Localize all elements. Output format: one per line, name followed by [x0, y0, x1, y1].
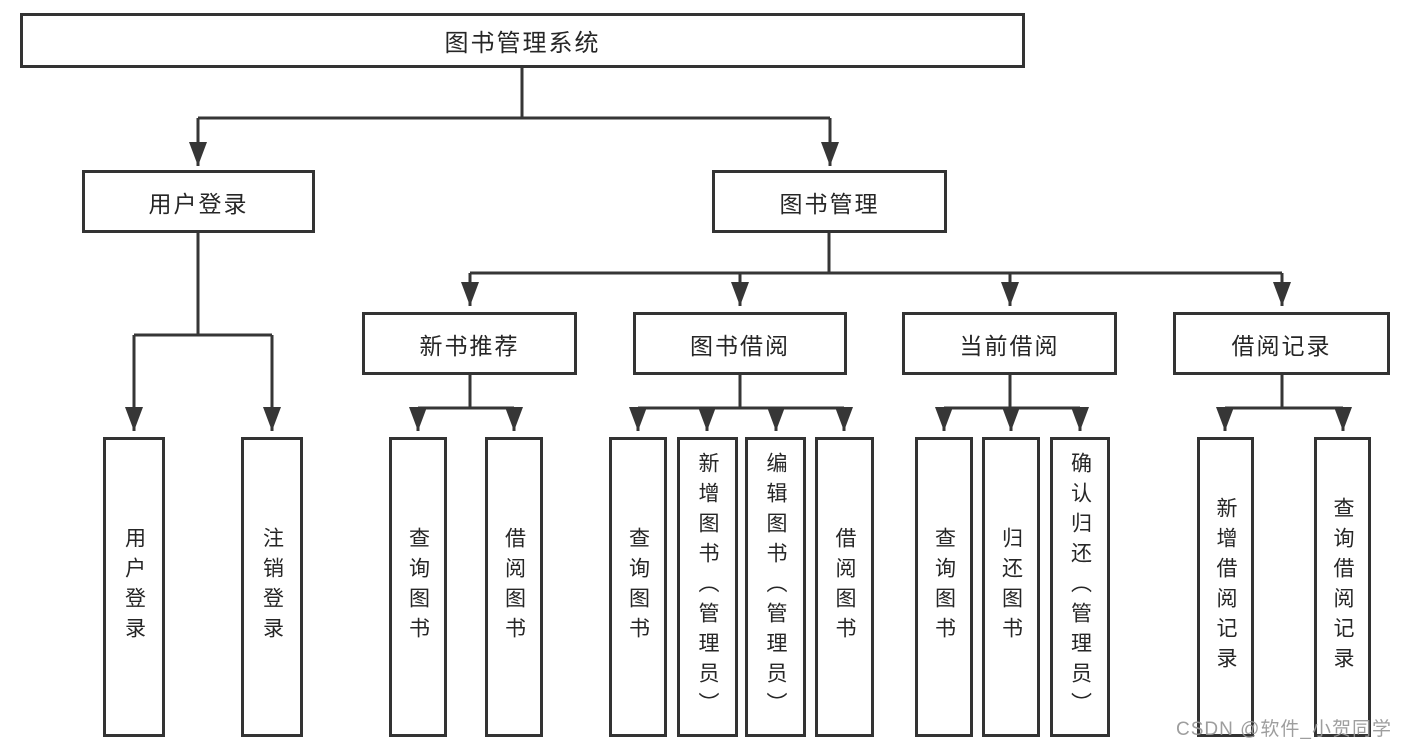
node-book-borrowing: 图书借阅	[633, 312, 847, 375]
leaf-logout: 注销登录	[241, 437, 303, 737]
leaf-edit-book-admin: 编辑图书（管理员）	[745, 437, 806, 737]
leaf-return-books: 归还图书	[982, 437, 1040, 737]
leaf-confirm-return-admin: 确认归还（管理员）	[1050, 437, 1110, 737]
leaf-query-borrow-record: 查询借阅记录	[1314, 437, 1371, 737]
node-current-borrowing: 当前借阅	[902, 312, 1117, 375]
node-user-login: 用户登录	[82, 170, 315, 233]
csdn-watermark: CSDN @软件_小贺同学	[1176, 719, 1392, 740]
leaf-borrow-books-2: 借阅图书	[815, 437, 874, 737]
node-borrowing-records: 借阅记录	[1173, 312, 1390, 375]
leaf-add-borrow-record: 新增借阅记录	[1197, 437, 1254, 737]
leaf-borrow-books: 借阅图书	[485, 437, 543, 737]
node-book-management: 图书管理	[712, 170, 947, 233]
leaf-user-login: 用户登录	[103, 437, 165, 737]
leaf-add-book-admin: 新增图书（管理员）	[677, 437, 738, 737]
leaf-query-books-2: 查询图书	[609, 437, 667, 737]
node-new-book-recommendation: 新书推荐	[362, 312, 577, 375]
leaf-query-books: 查询图书	[389, 437, 447, 737]
leaf-query-books-3: 查询图书	[915, 437, 973, 737]
node-library-management-system: 图书管理系统	[20, 13, 1025, 68]
